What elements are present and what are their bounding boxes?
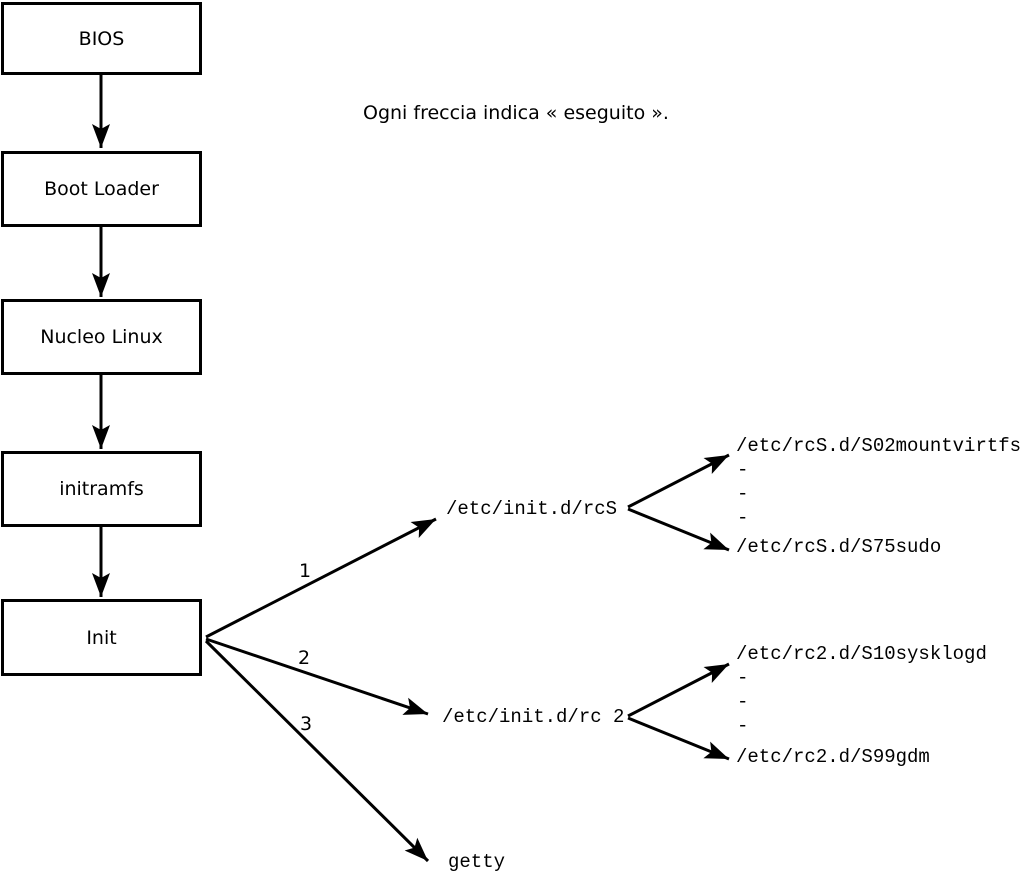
- arrow-rc2-to-last-script: [627, 716, 730, 761]
- branch-number-2: 2: [298, 647, 311, 669]
- arrow-init-to-rc2: [205, 637, 429, 716]
- ellipsis-dash: -: [737, 715, 749, 737]
- box-boot-loader: Boot Loader: [1, 151, 202, 227]
- box-bios: BIOS: [1, 2, 202, 75]
- box-nucleo-linux: Nucleo Linux: [1, 299, 202, 375]
- ellipsis-dash: -: [737, 691, 749, 713]
- arrow-init-to-getty: [204, 639, 430, 863]
- path-getty: getty: [448, 851, 506, 873]
- path-init-d-rcs: /etc/init.d/rcS: [446, 498, 618, 520]
- ellipsis-dash: -: [737, 507, 749, 529]
- path-rc2-s99gdm: /etc/rc2.d/S99gdm: [736, 746, 930, 768]
- arrow-rcs-to-first-script: [627, 453, 730, 509]
- arrow-init-to-rcs: [205, 517, 437, 639]
- ellipsis-dash: -: [737, 667, 749, 689]
- box-init: Init: [1, 599, 202, 676]
- path-rcs-s02mountvirtfs: /etc/rcS.d/S02mountvirtfs: [736, 435, 1022, 457]
- path-init-d-rc2: /etc/init.d/rc 2: [442, 706, 625, 728]
- box-initramfs: initramfs: [1, 451, 202, 527]
- ellipsis-dash: -: [737, 483, 749, 505]
- branch-number-3: 3: [300, 713, 313, 735]
- diagram-caption: Ogni freccia indica « eseguito ».: [363, 102, 669, 124]
- branch-number-1: 1: [299, 560, 312, 582]
- path-rcs-s75sudo: /etc/rcS.d/S75sudo: [736, 536, 942, 558]
- ellipsis-dash: -: [737, 459, 749, 481]
- arrow-rc2-to-first-script: [627, 662, 730, 718]
- arrow-rcs-to-last-script: [627, 507, 730, 552]
- path-rc2-s10sysklogd: /etc/rc2.d/S10sysklogd: [736, 643, 987, 665]
